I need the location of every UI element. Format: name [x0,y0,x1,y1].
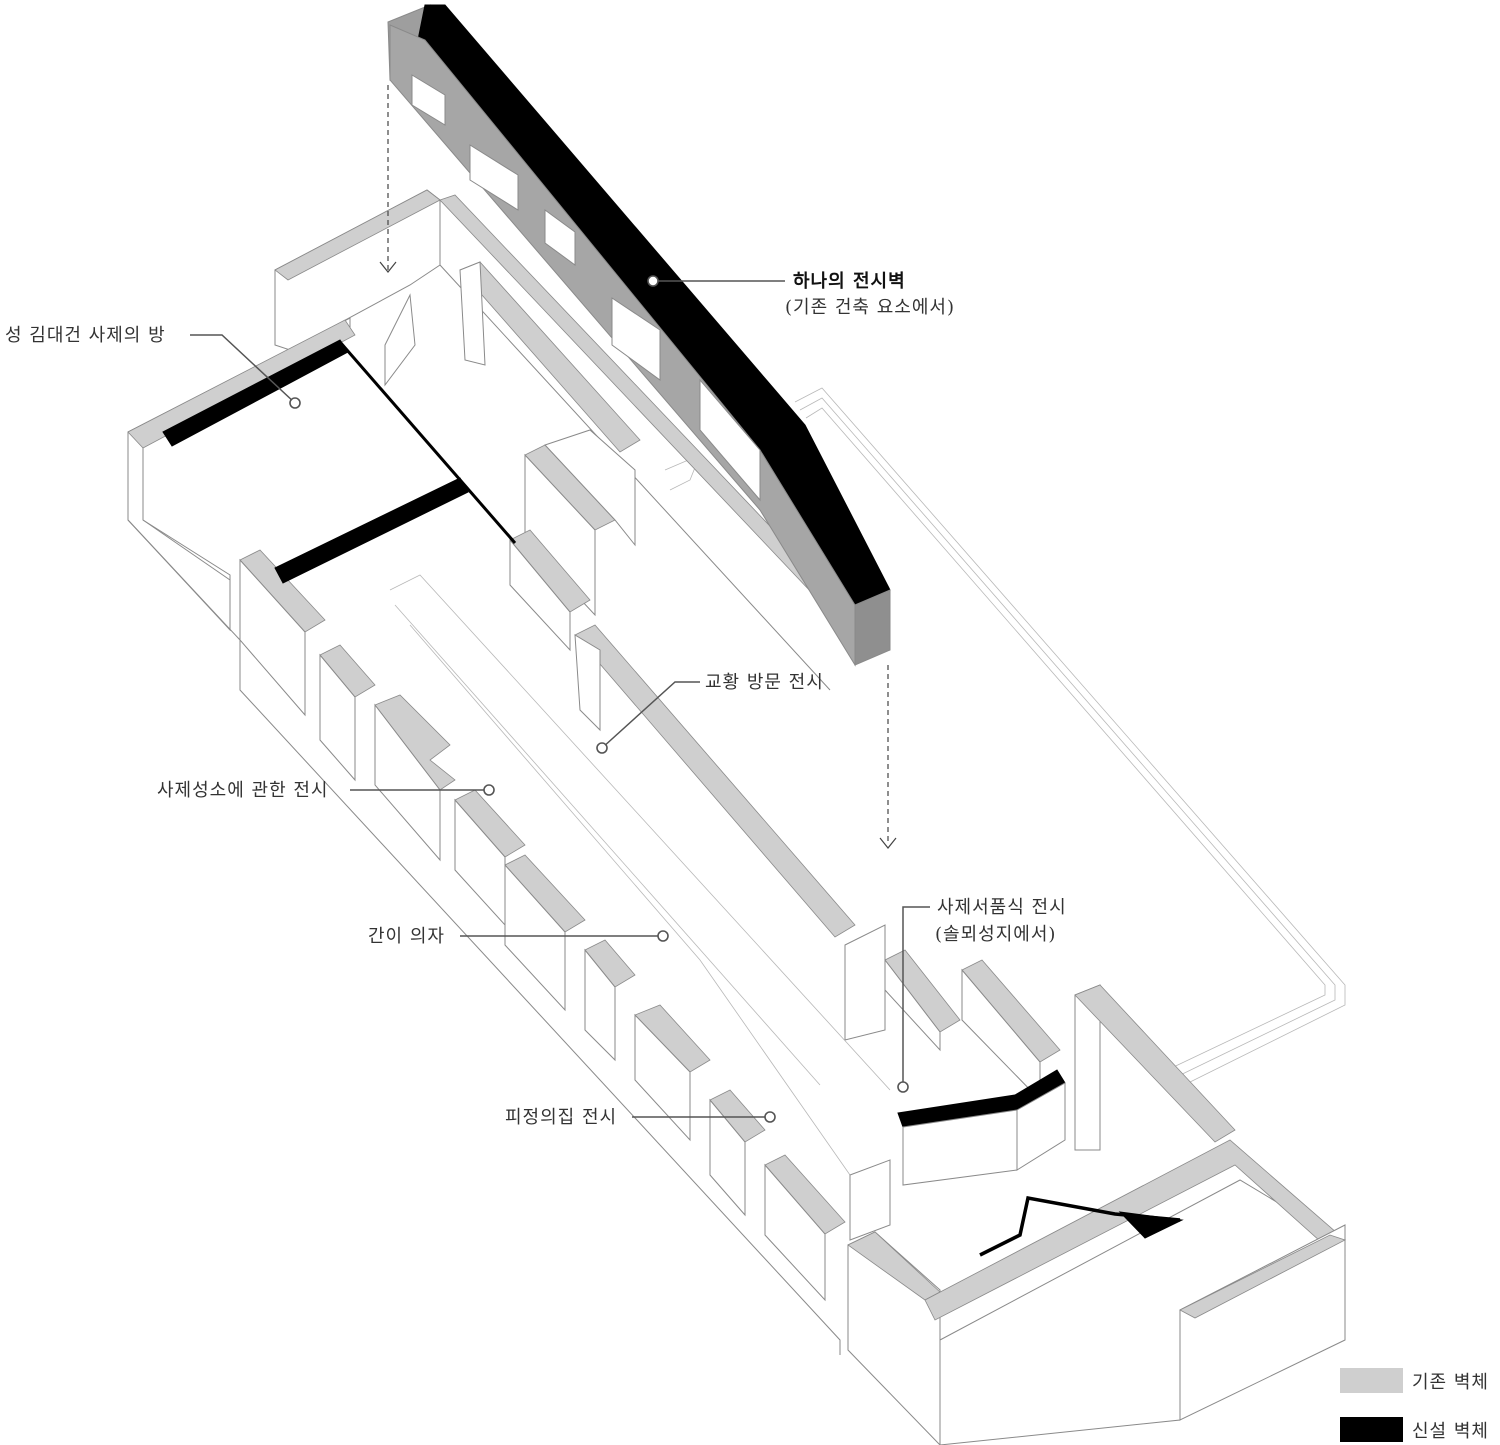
priesthood-dot [483,784,495,796]
pijeong-dot [764,1111,776,1123]
building-outline [127,189,1347,1445]
new-walls [162,339,1184,1257]
legend: 기존 벽체 신설 벽체 [1340,1368,1489,1442]
priesthood-label: 사제성소에 관한 전시 [157,780,328,801]
courtyard-outline [664,387,1346,1089]
chair-dot [657,930,669,942]
papal-visit-dot [596,742,608,754]
kim-room-dot [289,397,301,409]
existing-walls [239,261,1236,1302]
projection-arrows [379,85,897,849]
ordination-subtitle: (솔뫼성지에서) [935,924,1056,945]
legend-new-label: 신설 벽체 [1412,1421,1489,1442]
legend-new-swatch [1340,1417,1403,1442]
kim-room-label: 성 김대건 사제의 방 [5,325,166,346]
ordination-title: 사제서품식 전시 [937,897,1067,918]
exhibition-wall [387,4,891,667]
legend-existing-swatch [1340,1368,1403,1393]
exhibition-wall-title: 하나의 전시벽 [793,271,906,292]
exhibition-wall-subtitle: (기존 건축 요소에서) [785,297,955,318]
papal-visit-label: 교황 방문 전시 [705,672,824,693]
chair-label: 간이 의자 [368,926,445,947]
pijeong-label: 피정의집 전시 [505,1107,617,1128]
ordination-dot [897,1081,909,1093]
exhibition-wall-dot [647,275,659,287]
legend-existing-label: 기존 벽체 [1412,1372,1489,1393]
leaders [190,275,930,1123]
